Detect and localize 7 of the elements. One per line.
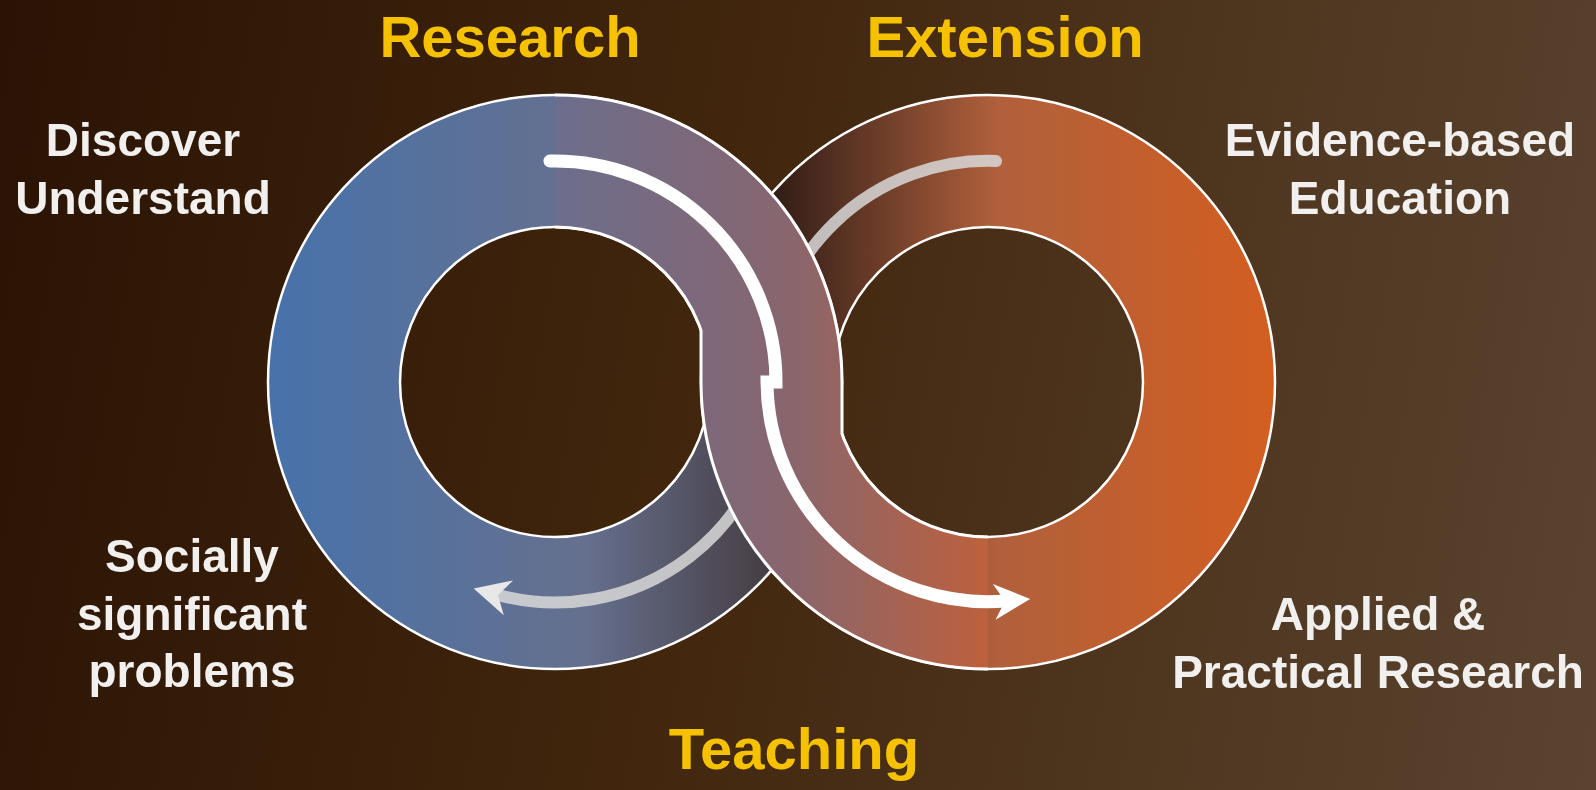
description-label: Socially significant problems	[76, 529, 308, 699]
description-label: Discover Understand	[14, 113, 272, 226]
heading-label: Extension	[865, 4, 1145, 71]
heading-label: Research	[378, 4, 642, 71]
description-label: Applied & Practical Research	[1171, 587, 1585, 700]
description-label: Evidence-based Education	[1223, 113, 1577, 226]
heading-label: Teaching	[667, 716, 921, 783]
